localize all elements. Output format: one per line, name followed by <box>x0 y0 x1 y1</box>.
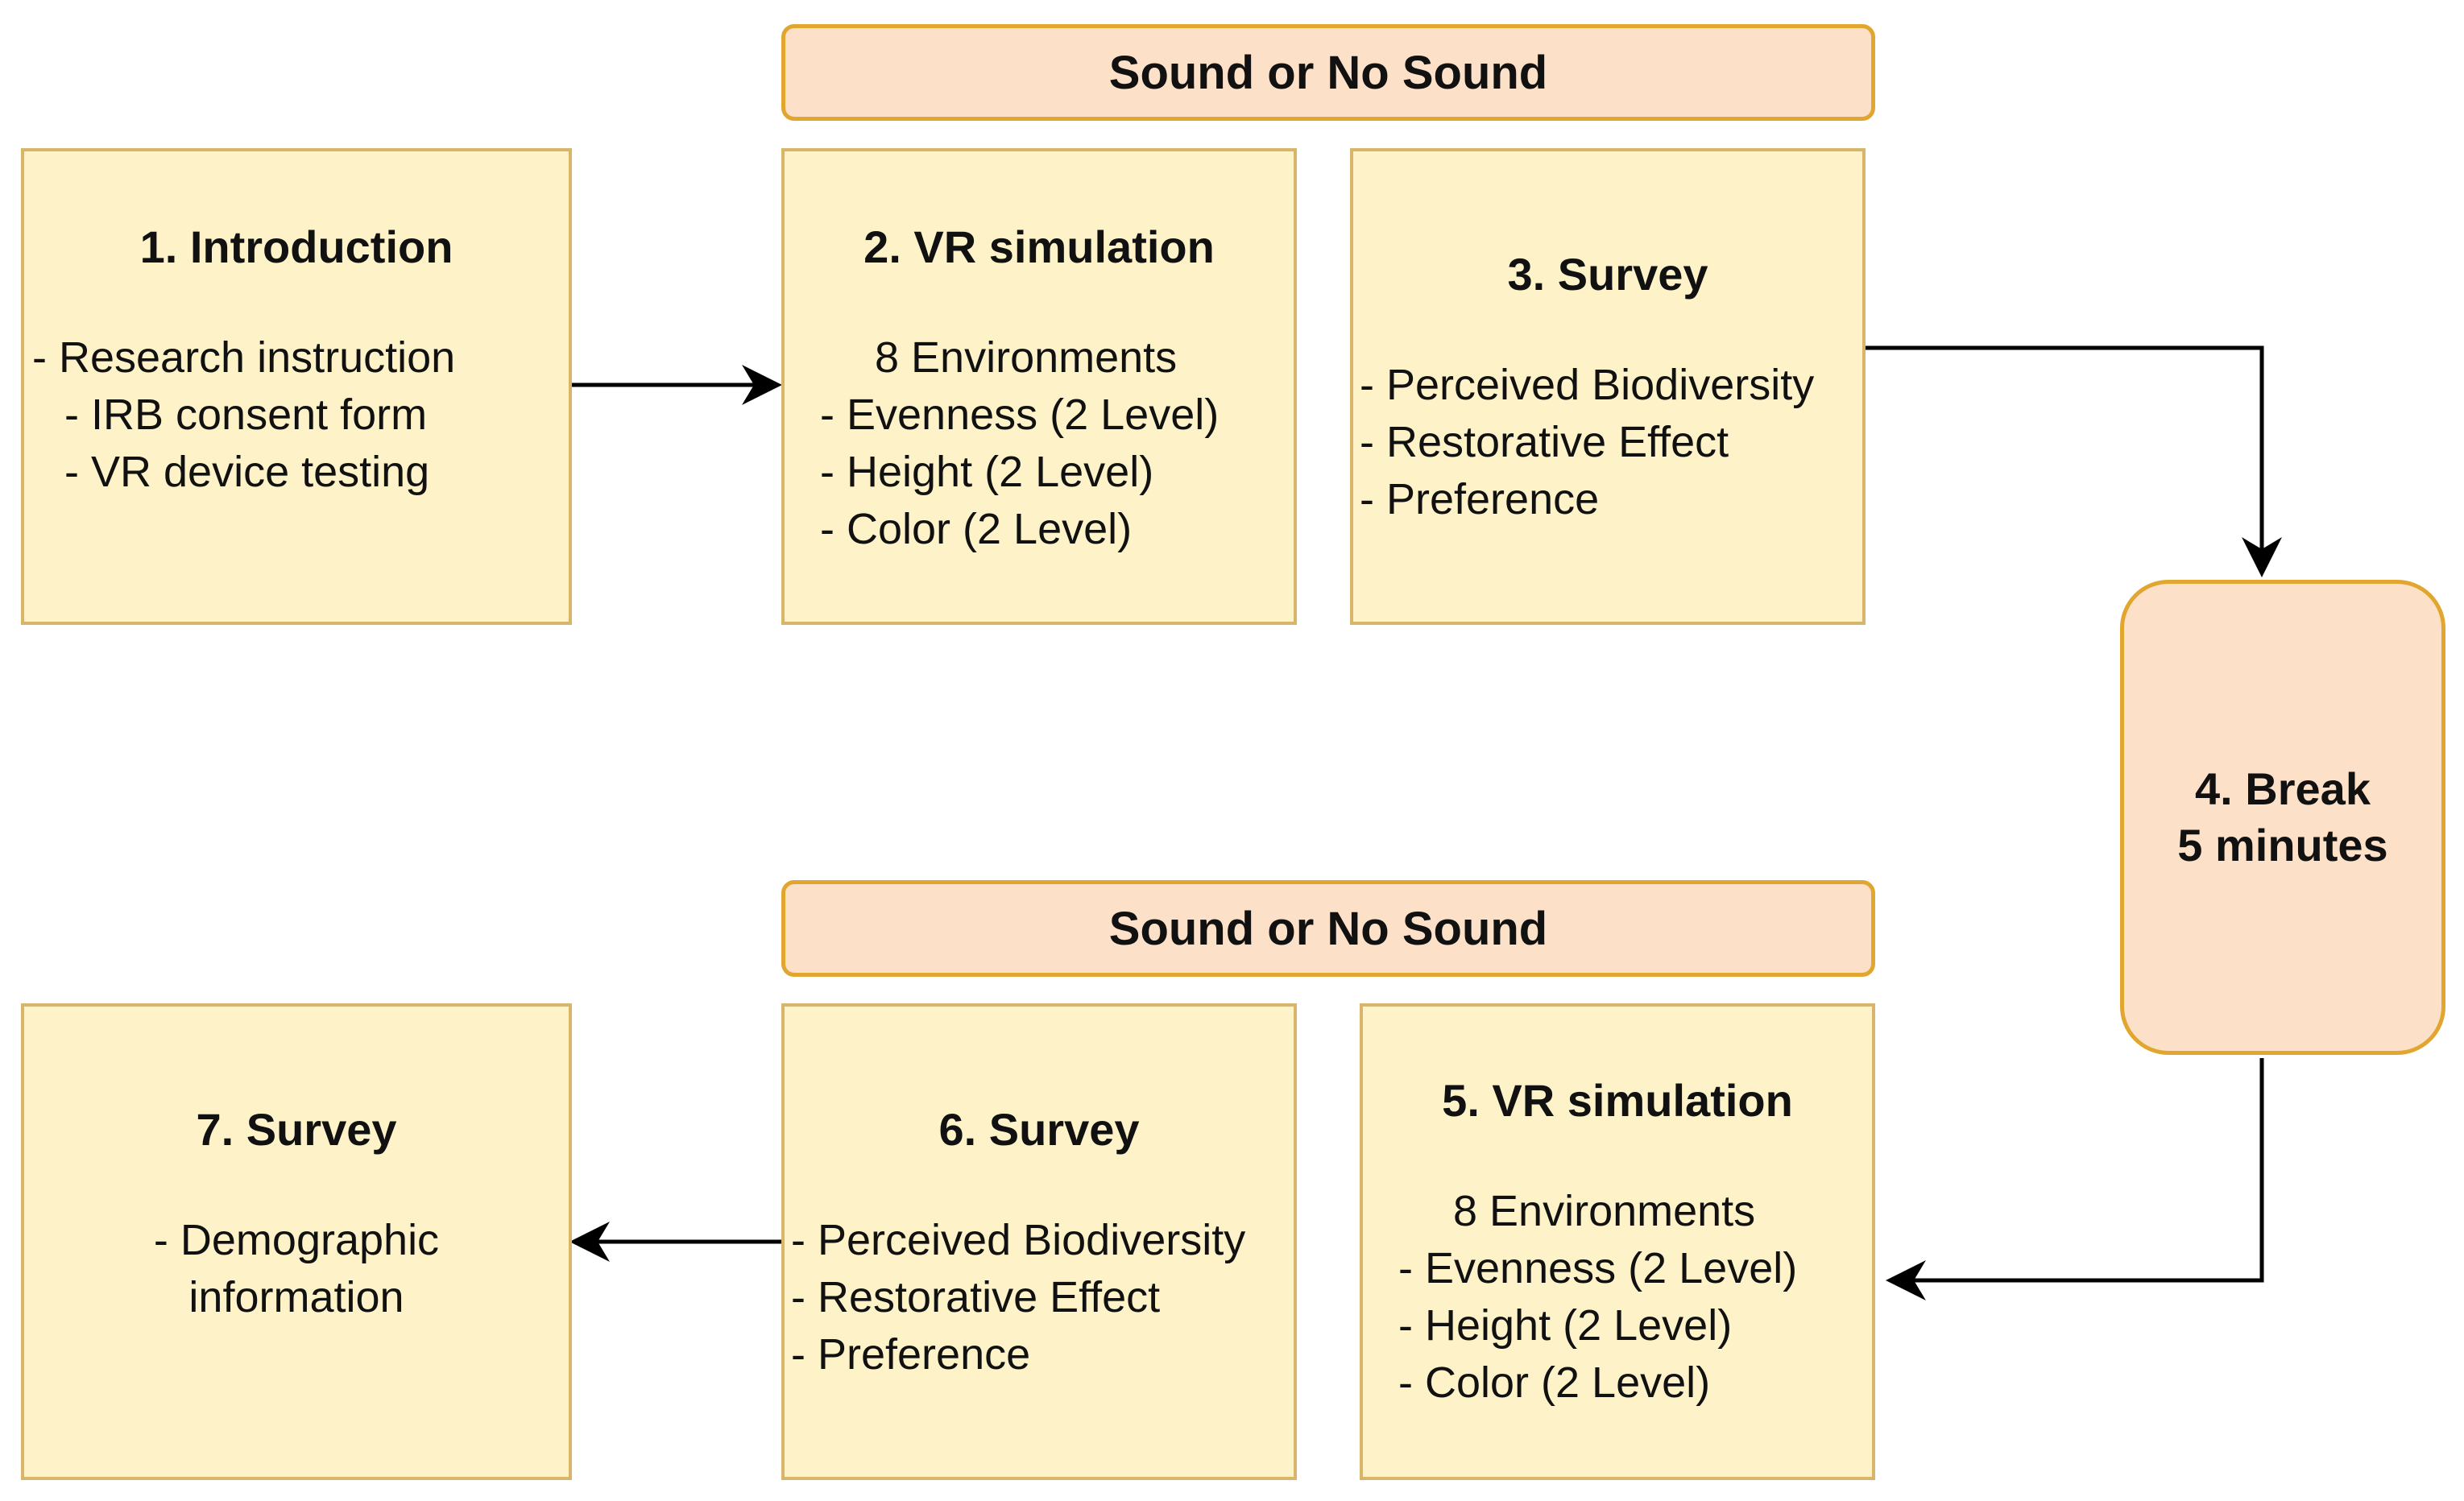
step-5-line: - Evenness (2 Level) <box>1398 1244 1798 1292</box>
step-2-line: - Evenness (2 Level) <box>820 391 1220 439</box>
step-2-line: - Color (2 Level) <box>820 505 1133 553</box>
step-5-vr-simulation: 5. VR simulation 8 Environments - Evenne… <box>1360 1003 1875 1480</box>
step-7-line: - Demographic <box>153 1216 440 1264</box>
step-6-line: - Perceived Biodiversity <box>791 1216 1246 1264</box>
step-3-survey: 3. Survey - Perceived Biodiversity - Res… <box>1350 148 1866 625</box>
step-2-vr-simulation: 2. VR simulation 8 Environments - Evenne… <box>781 148 1297 625</box>
step-1-title: 1. Introduction <box>139 221 453 272</box>
step-6-line: - Restorative Effect <box>791 1273 1161 1321</box>
sound-condition-banner-bottom: Sound or No Sound <box>781 880 1875 977</box>
step-2-title: 2. VR simulation <box>863 221 1215 272</box>
step-4-duration: 5 minutes <box>2177 820 2388 870</box>
arrow-4-to-5 <box>1886 1058 2264 1300</box>
step-5-line: - Height (2 Level) <box>1398 1301 1733 1350</box>
step-3-line: - Perceived Biodiversity <box>1360 361 1815 409</box>
banner-bottom-label: Sound or No Sound <box>1108 902 1548 955</box>
step-6-line: - Preference <box>791 1330 1031 1379</box>
step-4-title: 4. Break <box>2195 763 2371 814</box>
step-7-title: 7. Survey <box>196 1104 397 1155</box>
banner-top-label: Sound or No Sound <box>1108 46 1548 99</box>
step-5-title: 5. VR simulation <box>1442 1075 1793 1126</box>
step-7-line: information <box>188 1273 404 1321</box>
step-5-line: - Color (2 Level) <box>1398 1358 1711 1407</box>
step-1-line: - Research instruction <box>32 333 456 382</box>
step-6-title: 6. Survey <box>938 1104 1140 1155</box>
step-3-title: 3. Survey <box>1507 249 1708 300</box>
step-1-line: - VR device testing <box>64 448 430 496</box>
step-7-survey: 7. Survey - Demographic information <box>21 1003 572 1480</box>
step-6-survey: 6. Survey - Perceived Biodiversity - Res… <box>781 1003 1297 1480</box>
step-1-introduction: 1. Introduction - Research instruction -… <box>21 148 572 625</box>
sound-condition-banner-top: Sound or No Sound <box>781 24 1875 121</box>
step-3-line: - Restorative Effect <box>1360 418 1729 466</box>
step-1-line: - IRB consent form <box>64 391 428 439</box>
step-3-line: - Preference <box>1360 475 1600 523</box>
step-4-break: 4. Break 5 minutes <box>2120 580 2445 1055</box>
step-2-line: - Height (2 Level) <box>820 448 1154 496</box>
step-5-line: 8 Environments <box>1453 1187 1756 1235</box>
arrow-3-to-4 <box>1866 345 2282 577</box>
step-2-line: 8 Environments <box>875 333 1178 382</box>
